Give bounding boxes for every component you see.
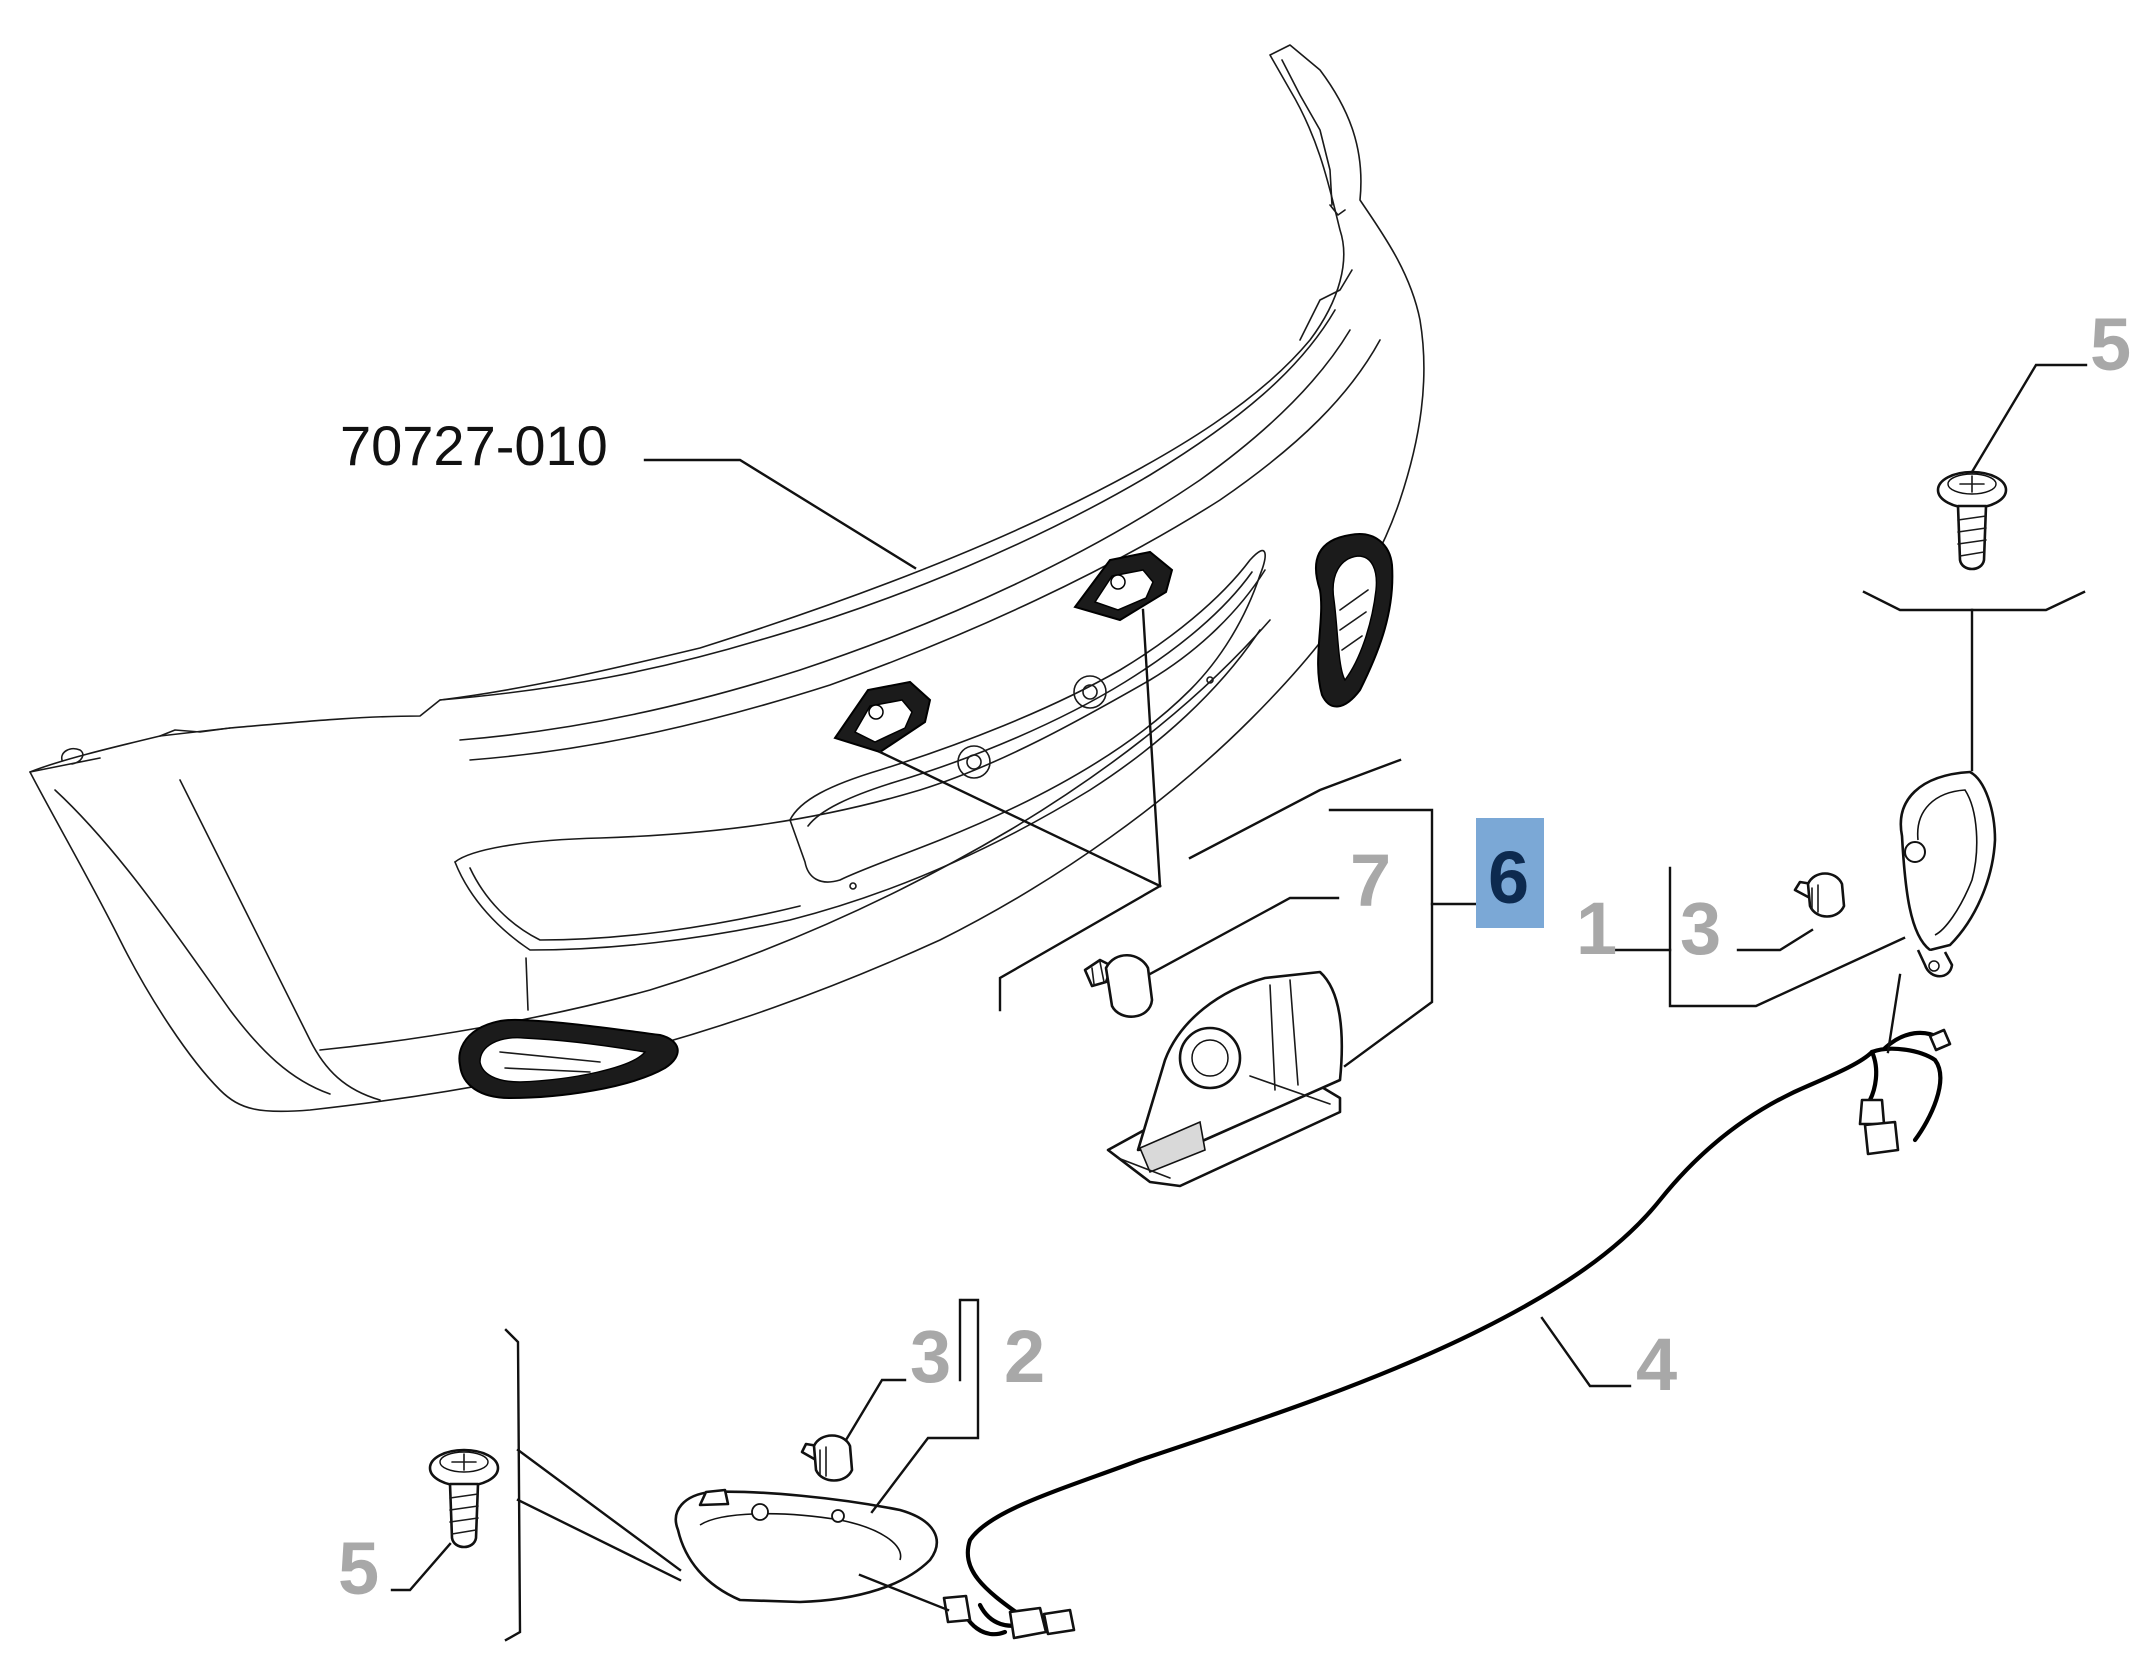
label-7: 7 bbox=[1350, 839, 1391, 922]
wiring-harness-part-4 bbox=[942, 1028, 1952, 1640]
screw-part-5-top bbox=[1936, 470, 2008, 571]
license-plate-light-part bbox=[1106, 970, 1344, 1188]
label-4: 4 bbox=[1636, 1323, 1677, 1406]
rear-light-left-part bbox=[674, 1488, 939, 1604]
reflector-mount-left bbox=[458, 1018, 679, 1100]
screw-part-5-left bbox=[428, 1448, 500, 1549]
rear-light-right-part bbox=[1899, 770, 1997, 978]
label-2: 2 bbox=[1004, 1315, 1045, 1398]
highlight-box-6 bbox=[1476, 818, 1544, 928]
label-5-top: 5 bbox=[2090, 303, 2131, 386]
reflector-mount-right bbox=[1315, 533, 1394, 708]
label-1: 1 bbox=[1576, 887, 1617, 970]
bulb-part-3-right bbox=[1793, 872, 1846, 918]
rear-bumper bbox=[29, 44, 1425, 1113]
label-5-left: 5 bbox=[338, 1527, 379, 1610]
label-6: 6 bbox=[1488, 836, 1529, 919]
plate-light-mount-right bbox=[1073, 550, 1174, 622]
bulb-part-7 bbox=[1083, 953, 1154, 1018]
leader-lines bbox=[390, 363, 2088, 1642]
bulb-part-3-left bbox=[800, 1434, 854, 1482]
plate-light-mount-left bbox=[833, 680, 932, 754]
label-ref-bumper: 70727-010 bbox=[340, 414, 608, 477]
label-3-right: 3 bbox=[1680, 887, 1721, 970]
label-3-left: 3 bbox=[910, 1315, 951, 1398]
